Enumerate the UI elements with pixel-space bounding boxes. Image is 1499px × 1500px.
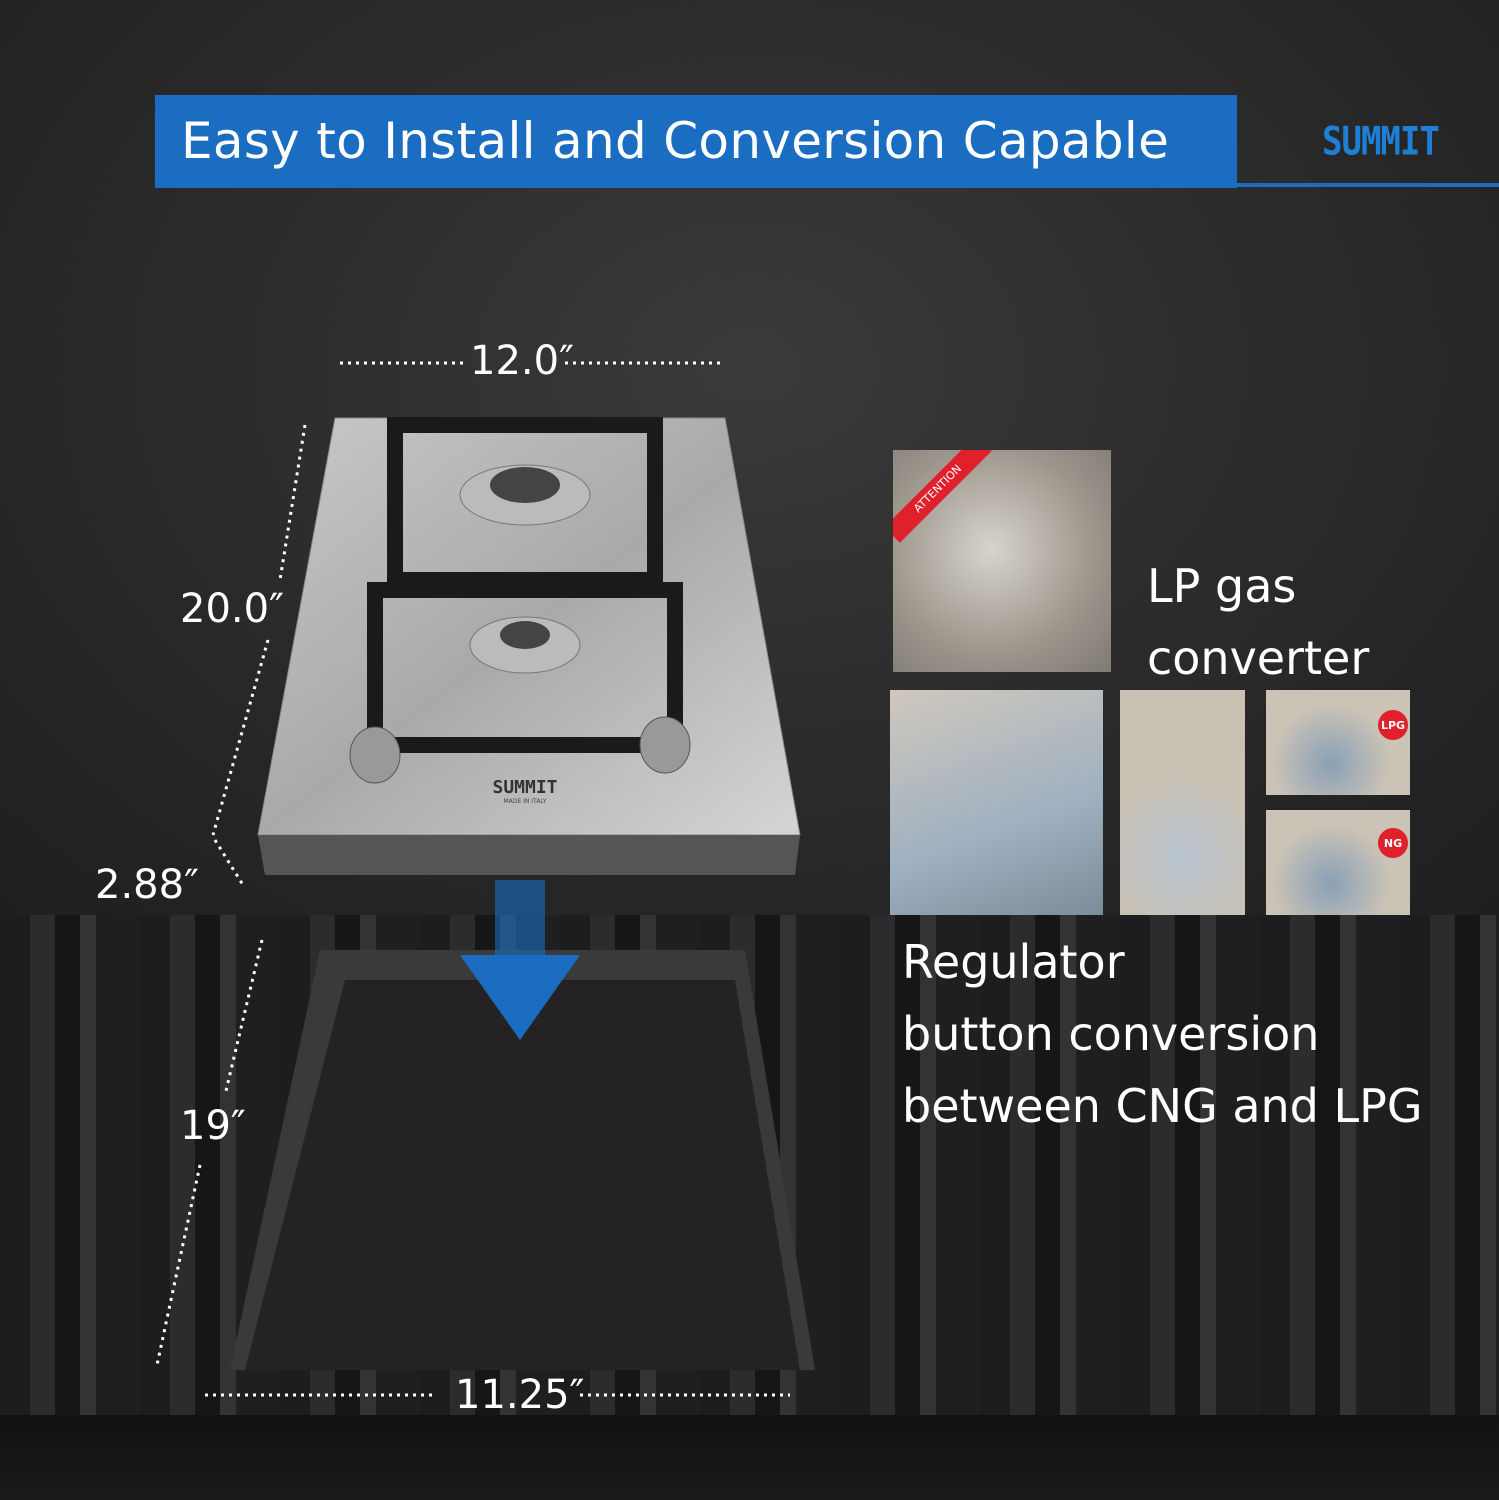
ng-badge: NG [1378, 828, 1408, 858]
ng-button-photo: NG [1266, 810, 1410, 915]
attention-label: ATTENTION [893, 450, 992, 543]
lpg-badge: LPG [1378, 710, 1408, 740]
regulator-photo [890, 690, 1103, 915]
down-arrow-icon [460, 880, 580, 1040]
regulator-parts-photo [1120, 690, 1245, 915]
caption-line: button conversion [902, 1007, 1320, 1061]
orifice-photo: ATTENTION [893, 450, 1111, 672]
cooktop-subtitle: MADE IN ITALY [503, 798, 546, 805]
cutout-width-dimension: 11.25″ [455, 1372, 585, 1418]
dimension-guides [211, 361, 725, 886]
depth-dimension: 20.0″ [180, 586, 285, 632]
countertop-edge [0, 1415, 1499, 1500]
caption-line: Regulator [902, 935, 1125, 989]
height-dimension: 2.88″ [95, 862, 200, 908]
countertop-cutout [155, 939, 815, 1397]
regulator-caption: Regulator button conversion between CNG … [902, 926, 1423, 1142]
width-dimension: 12.0″ [470, 338, 575, 384]
cutout-depth-dimension: 19″ [180, 1103, 246, 1149]
title-underline [1237, 183, 1499, 187]
caption-line: between CNG and LPG [902, 1079, 1423, 1133]
cooktop-image: SUMMIT MADE IN ITALY [257, 417, 801, 875]
lpg-button-photo: LPG [1266, 690, 1410, 795]
cooktop-brand: SUMMIT [492, 777, 557, 798]
lp-gas-caption: LP gas converter [1147, 550, 1369, 694]
caption-line: LP gas [1147, 559, 1297, 613]
caption-line: converter [1147, 631, 1370, 685]
summit-logo: SUMMIT [1322, 119, 1440, 165]
title-banner: Easy to Install and Conversion Capable [155, 95, 1237, 188]
